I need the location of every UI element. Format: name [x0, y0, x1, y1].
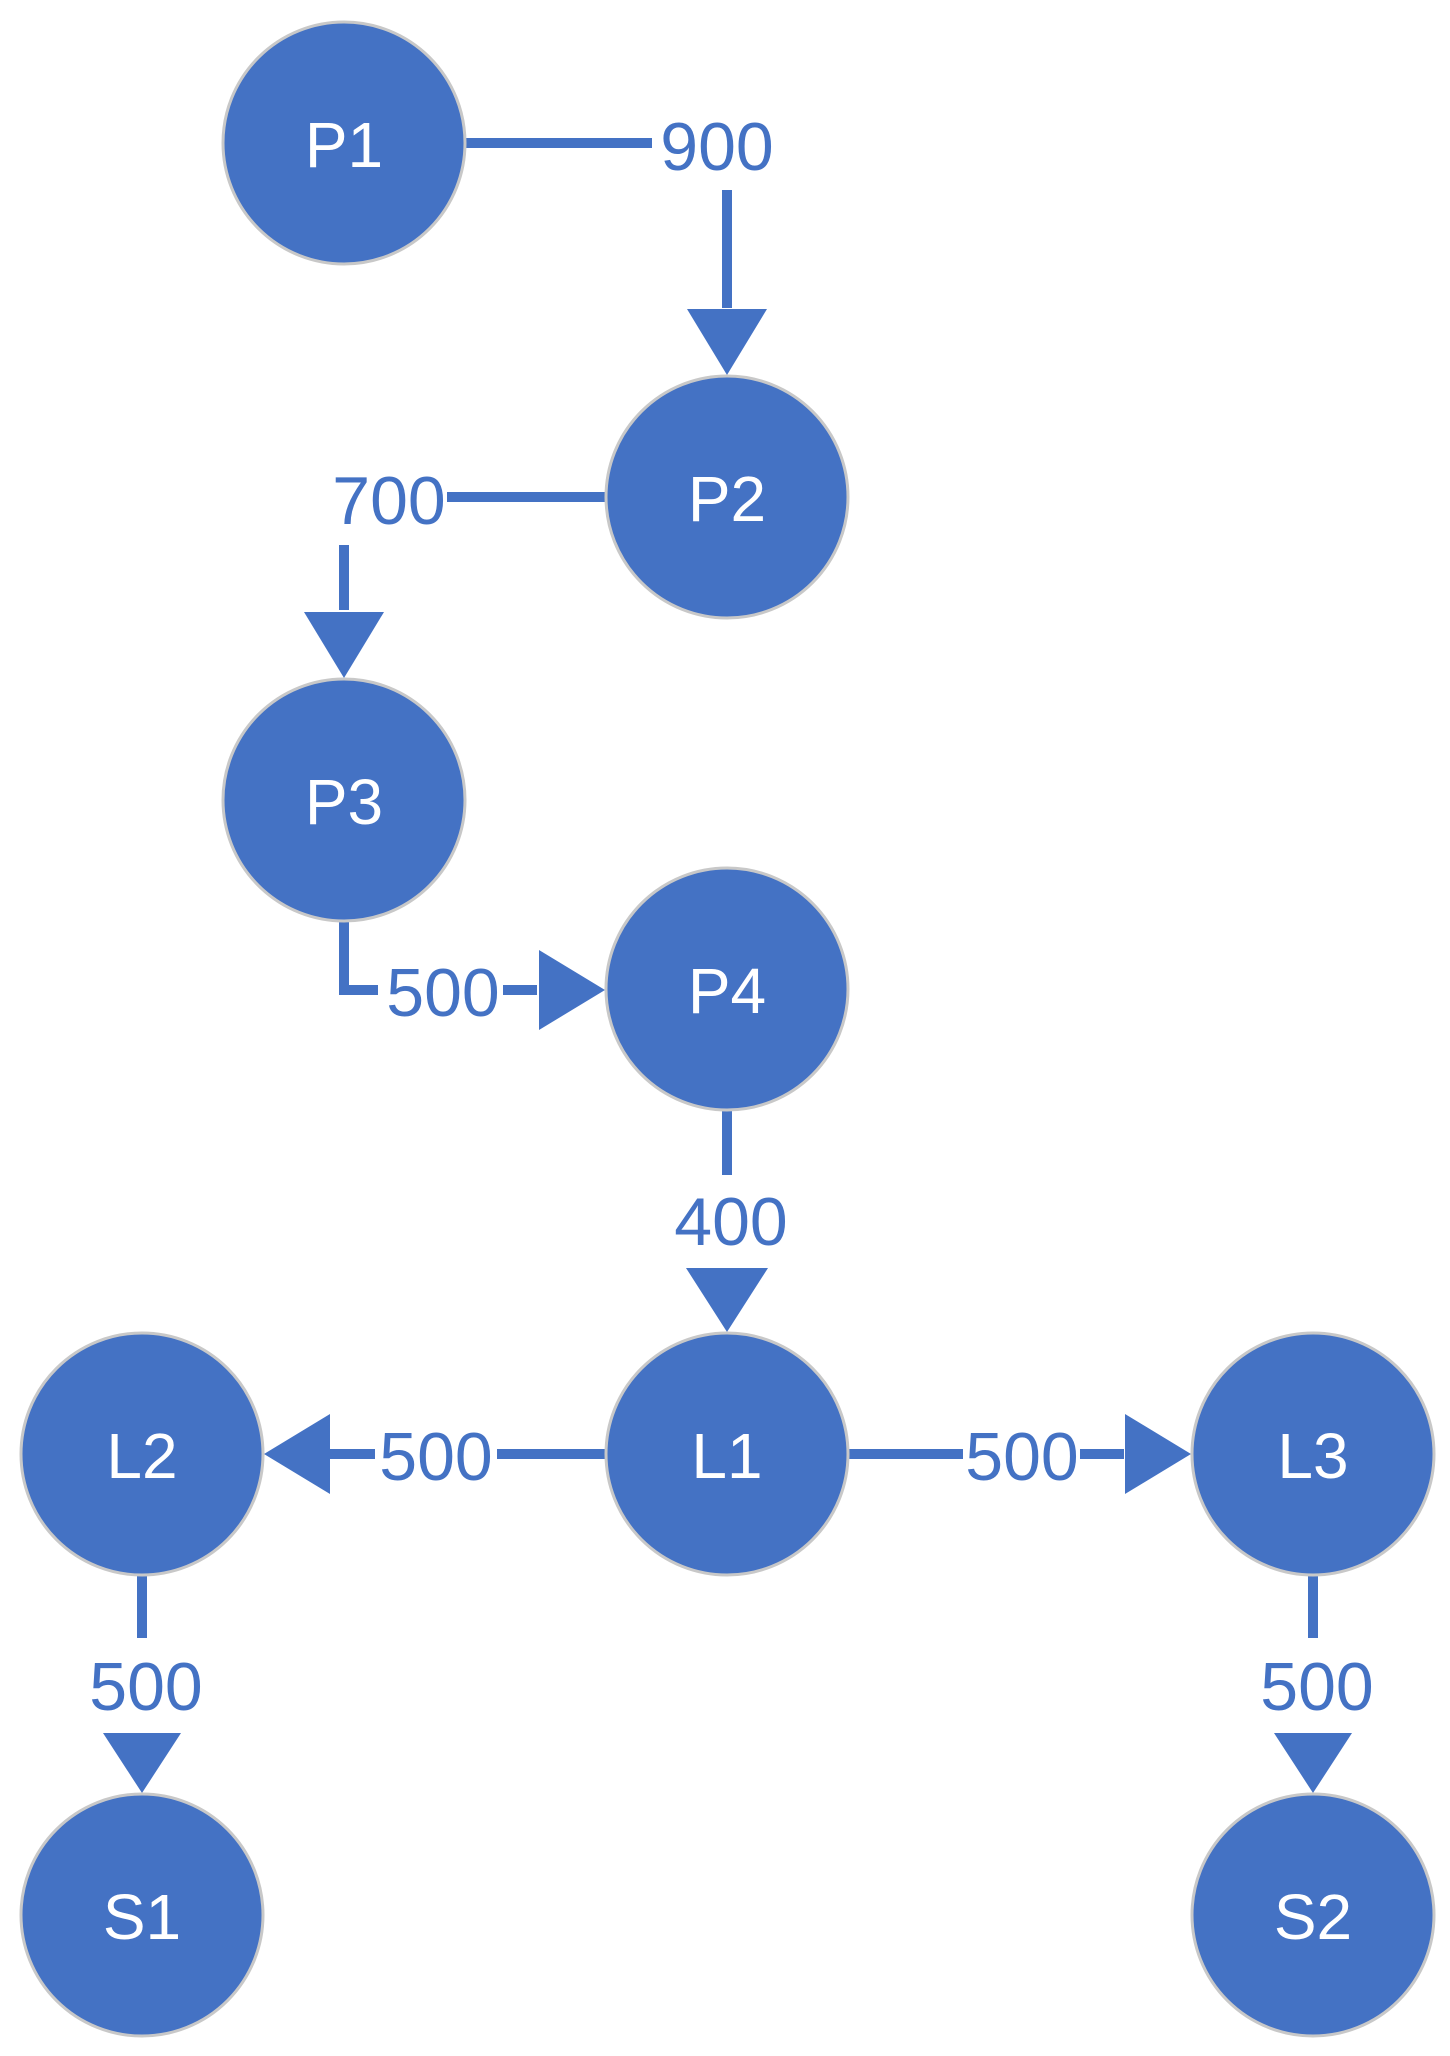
arrowhead-icon	[687, 309, 767, 375]
edge-l1-l3: 500	[849, 1414, 1191, 1495]
edge-weight-label: 500	[965, 1419, 1078, 1495]
node-label: P3	[305, 766, 383, 838]
node-p1: P1	[221, 20, 467, 266]
edge-weight-label: 900	[660, 109, 773, 185]
node-label: S2	[1274, 1881, 1352, 1953]
node-circle	[19, 1331, 265, 1577]
node-circle	[221, 20, 467, 266]
node-circle	[604, 1331, 850, 1577]
arrowhead-icon	[686, 1268, 768, 1332]
edge-line	[339, 922, 378, 995]
node-p4: P4	[604, 866, 850, 1112]
edge-weight-label: 500	[89, 1649, 202, 1725]
arrowhead-icon	[1274, 1733, 1352, 1793]
node-circle	[1190, 1331, 1436, 1577]
arrowhead-icon	[1125, 1414, 1191, 1494]
edge-p4-l1: 400	[674, 1111, 788, 1332]
edge-weight-label: 500	[1260, 1649, 1373, 1725]
edges-layer: 900 700 500 400 500 500 500 500	[89, 109, 1374, 1793]
arrowhead-icon	[264, 1414, 330, 1494]
node-label: S1	[103, 1881, 181, 1953]
node-p3: P3	[221, 677, 467, 923]
edge-weight-label: 700	[332, 463, 445, 539]
node-circle	[604, 374, 850, 620]
edge-p3-p4: 500	[339, 922, 605, 1031]
node-circle	[221, 677, 467, 923]
edge-p2-p3: 700	[304, 463, 605, 678]
edge-l2-s1: 500	[89, 1576, 203, 1793]
node-p2: P2	[604, 374, 850, 620]
node-label: L1	[691, 1420, 762, 1492]
node-l3: L3	[1190, 1331, 1436, 1577]
edge-p1-p2: 900	[466, 109, 774, 375]
arrowhead-icon	[304, 612, 384, 678]
edge-l3-s2: 500	[1260, 1576, 1374, 1793]
node-label: L2	[106, 1420, 177, 1492]
node-l2: L2	[19, 1331, 265, 1577]
edge-weight-label: 500	[379, 1419, 492, 1495]
node-circle	[604, 866, 850, 1112]
edge-weight-label: 400	[674, 1184, 787, 1260]
node-s1: S1	[19, 1792, 265, 2038]
node-label: P4	[688, 955, 766, 1027]
edge-l1-l2: 500	[264, 1414, 605, 1495]
node-label: L3	[1277, 1420, 1348, 1492]
node-circle	[1190, 1792, 1436, 2038]
node-l1: L1	[604, 1331, 850, 1577]
edge-weight-label: 500	[386, 955, 499, 1031]
arrowhead-icon	[103, 1733, 181, 1793]
node-label: P2	[688, 463, 766, 535]
node-s2: S2	[1190, 1792, 1436, 2038]
arrowhead-icon	[539, 950, 605, 1030]
node-label: P1	[305, 109, 383, 181]
node-circle	[19, 1792, 265, 2038]
